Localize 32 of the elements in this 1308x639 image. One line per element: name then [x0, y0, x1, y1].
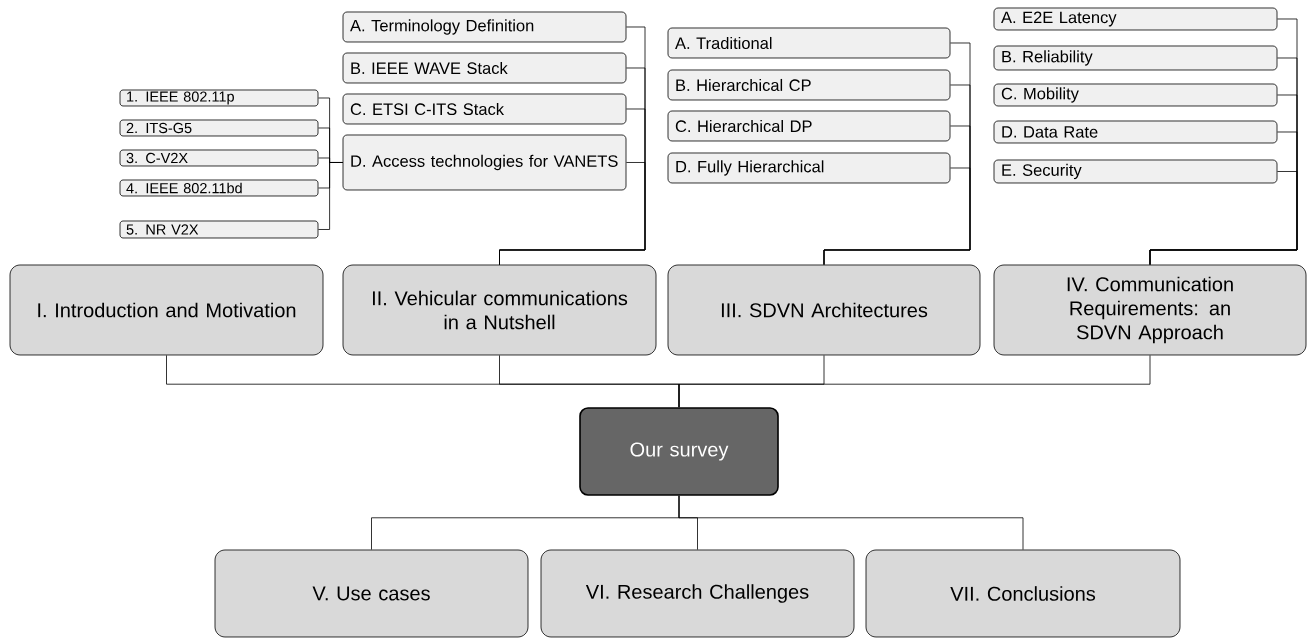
subsection-box: A. Terminology Definition	[342, 11, 627, 43]
item-box: 5. NR V2X	[119, 220, 319, 239]
subsection-box: C. Hierarchical DP	[667, 110, 951, 142]
section-box: V. Use cases	[214, 549, 529, 638]
connector-line	[318, 162, 343, 230]
connector-line	[1149, 171, 1298, 265]
connector-line	[823, 167, 971, 265]
section-box: III. SDVN Architectures	[667, 264, 981, 356]
connector-line	[499, 162, 646, 265]
section-box: I. Introduction and Motivation	[9, 264, 324, 356]
section-box: IV. Communication Requirements: an SDVN Approach	[993, 264, 1307, 356]
subsection-box: D. Data Rate	[993, 120, 1278, 144]
section-box: VI. Research Challenges	[540, 549, 855, 638]
subsection-box: A. Traditional	[667, 27, 951, 59]
item-box: 4. IEEE 802.11bd	[119, 179, 319, 197]
subsection-box: B. Reliability	[993, 45, 1278, 71]
subsection-box: B. IEEE WAVE Stack	[342, 52, 627, 84]
subsection-box: C. Mobility	[993, 83, 1278, 107]
survey-box: Our survey	[579, 407, 779, 496]
item-box: 1. IEEE 802.11p	[119, 89, 319, 107]
item-box: 3. C-V2X	[119, 149, 319, 167]
subsection-box: D. Fully Hierarchical	[667, 152, 951, 184]
subsection-box: D. Access technologies for VANETS	[342, 134, 627, 191]
subsection-box: B. Hierarchical CP	[667, 69, 951, 101]
subsection-box: A. E2E Latency	[993, 7, 1278, 31]
section-box: II. Vehicular communications in a Nutshell	[342, 264, 657, 356]
connector-line	[678, 355, 1151, 408]
item-box: 2. ITS-G5	[119, 119, 319, 137]
subsection-box: C. ETSI C-ITS Stack	[342, 93, 627, 125]
connector-line	[678, 495, 1024, 550]
subsection-box: E. Security	[993, 159, 1278, 184]
section-box: VII. Conclusions	[865, 549, 1181, 638]
